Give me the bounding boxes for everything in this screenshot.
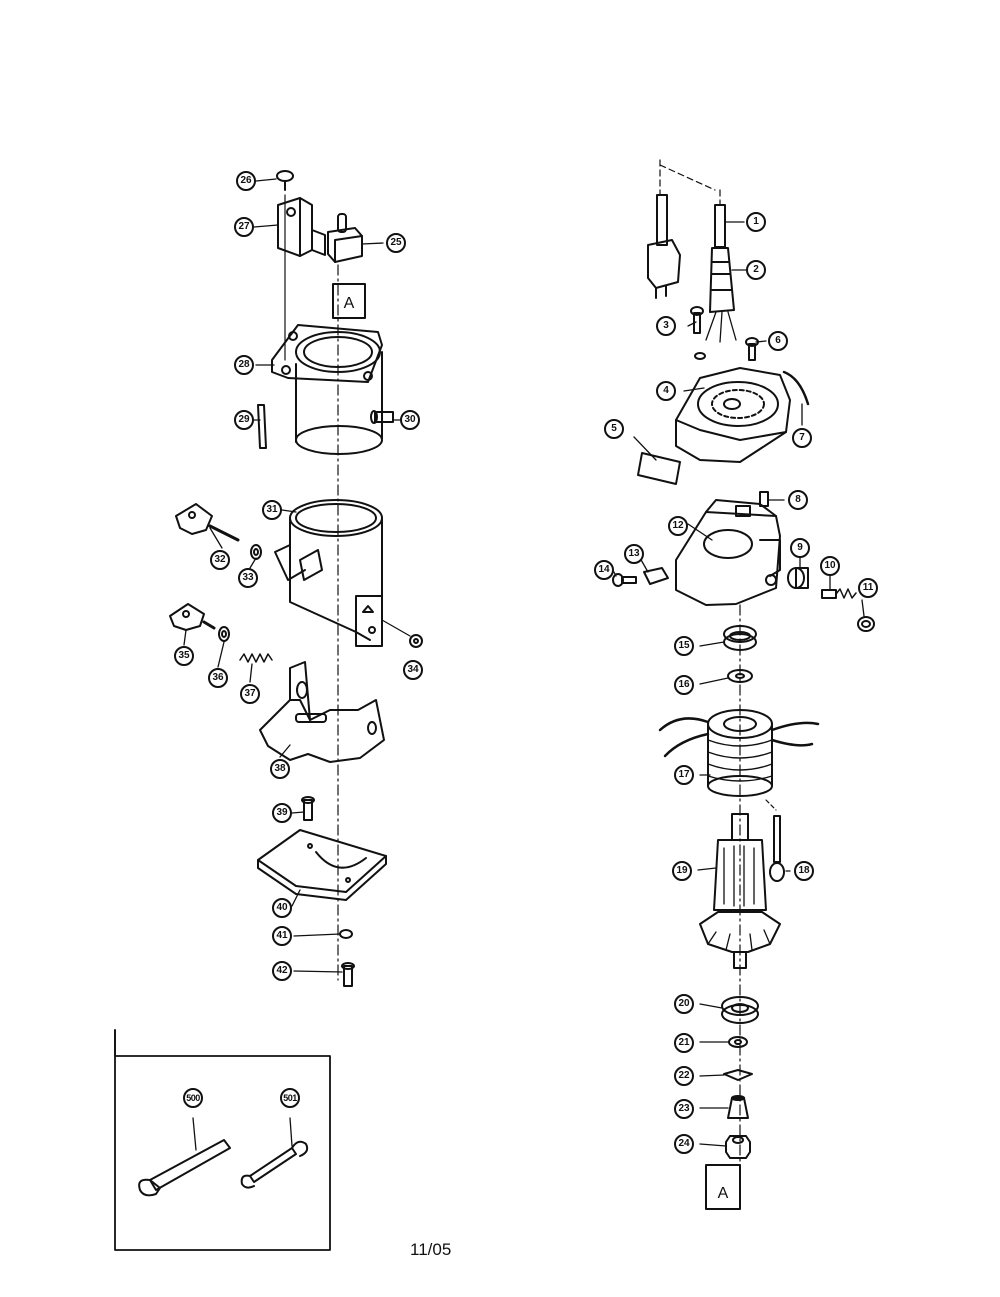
part-22-spacer — [723, 1069, 753, 1081]
callout-33: 33 — [238, 568, 258, 588]
callout-31: 31 — [262, 500, 282, 520]
callout-40: 40 — [272, 898, 292, 918]
part-34-nut — [381, 619, 423, 648]
callout-38: 38 — [270, 759, 290, 779]
left-leader-lines — [183, 178, 401, 973]
part-4-cover — [675, 367, 791, 463]
callout-32: 32 — [210, 550, 230, 570]
callout-17: 17 — [674, 765, 694, 785]
callout-20: 20 — [674, 994, 694, 1014]
callout-13: 13 — [624, 544, 644, 564]
callout-4: 4 — [656, 381, 676, 401]
part-17-field-coil — [658, 709, 820, 797]
callout-35: 35 — [174, 646, 194, 666]
callout-6: 6 — [768, 331, 788, 351]
callout-18: 18 — [794, 861, 814, 881]
callout-36: 36 — [208, 668, 228, 688]
callout-8: 8 — [788, 490, 808, 510]
callout-2: 2 — [746, 260, 766, 280]
part-28-housing — [271, 324, 383, 455]
callout-5: 5 — [604, 419, 624, 439]
part-29-key — [257, 404, 267, 449]
part-500-wrench — [138, 1117, 231, 1197]
part-31-sleeve — [274, 499, 383, 647]
callout-12: 12 — [668, 516, 688, 536]
part-3-screw — [690, 306, 706, 360]
ref-tag-a-bottom: A — [705, 1164, 741, 1210]
cord-dashes — [659, 159, 721, 206]
part-30-screw — [370, 410, 394, 424]
footer-date: 11/05 — [410, 1240, 452, 1259]
part-6-screw — [745, 337, 759, 361]
part-19-armature — [699, 813, 781, 969]
callout-34: 34 — [403, 660, 423, 680]
part-1-cord-plug — [647, 194, 726, 299]
callout-30: 30 — [400, 410, 420, 430]
ref-tag-a-top: A — [332, 283, 366, 319]
callout-21: 21 — [674, 1033, 694, 1053]
callout-10: 10 — [820, 556, 840, 576]
callout-29: 29 — [234, 410, 254, 430]
part-27-bracket — [277, 197, 326, 257]
callout-3: 3 — [656, 316, 676, 336]
part-13-brush-holder — [643, 567, 669, 585]
part-501-wrench — [240, 1117, 309, 1189]
callout-27: 27 — [234, 217, 254, 237]
callout-25: 25 — [386, 233, 406, 253]
ref-tag-a-top-label: A — [344, 295, 355, 312]
part-41-washer — [339, 929, 353, 939]
part-14-screw — [612, 573, 637, 587]
callout-42: 42 — [272, 961, 292, 981]
callout-24: 24 — [674, 1134, 694, 1154]
part-35-knob — [169, 603, 216, 631]
part-24-nut — [725, 1135, 751, 1159]
callout-41: 41 — [272, 926, 292, 946]
part-23-collet — [727, 1095, 749, 1119]
part-18-screw — [765, 799, 785, 882]
callout-16: 16 — [674, 675, 694, 695]
part-7-wire — [782, 370, 810, 406]
part-36-washer — [218, 626, 230, 642]
callout-14: 14 — [594, 560, 614, 580]
part-12-motor-housing — [675, 499, 781, 606]
part-21-washer — [728, 1036, 748, 1048]
part-40-base-plate — [257, 829, 387, 901]
part-26-screw — [276, 170, 294, 191]
part-42-screw — [341, 962, 355, 987]
part-37-spring — [239, 653, 273, 663]
part-33-washer — [250, 544, 262, 560]
part-16-washer — [727, 669, 753, 683]
part-20-bearing — [721, 996, 759, 1024]
part-11-cap — [857, 616, 875, 632]
part-39-screw — [301, 796, 315, 821]
callout-22: 22 — [674, 1066, 694, 1086]
part-32-knob — [175, 503, 240, 542]
callout-15: 15 — [674, 636, 694, 656]
callout-37: 37 — [240, 684, 260, 704]
callout-26: 26 — [236, 171, 256, 191]
callout-9: 9 — [790, 538, 810, 558]
callout-19: 19 — [672, 861, 692, 881]
callout-7: 7 — [792, 428, 812, 448]
callout-500: 500 — [183, 1088, 203, 1108]
right-leader-lines — [613, 221, 865, 1147]
callout-23: 23 — [674, 1099, 694, 1119]
part-2-cord-armor — [705, 247, 737, 343]
ref-tag-a-bottom-label: A — [718, 1185, 729, 1202]
callout-39: 39 — [272, 803, 292, 823]
part-9-cap — [787, 567, 809, 589]
callout-11: 11 — [858, 578, 878, 598]
part-10-brush — [821, 588, 857, 599]
part-38-bracket — [259, 661, 385, 763]
callout-28: 28 — [234, 355, 254, 375]
callout-501: 501 — [280, 1088, 300, 1108]
callout-1: 1 — [746, 212, 766, 232]
part-25-switch — [327, 213, 363, 263]
part-5-label — [637, 452, 681, 485]
accessory-box — [114, 1029, 331, 1251]
